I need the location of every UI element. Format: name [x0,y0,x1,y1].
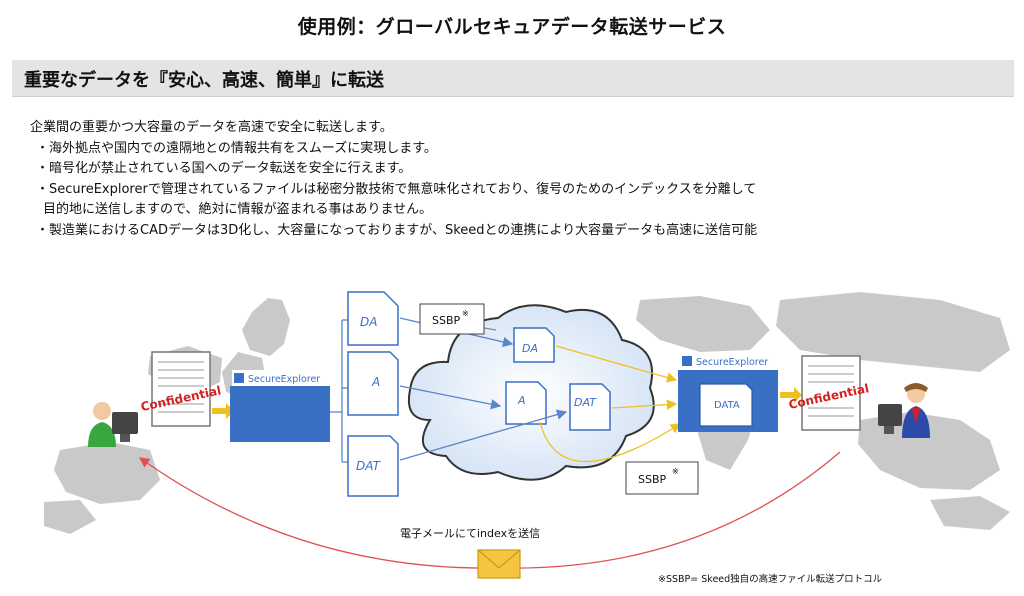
secure-explorer-label: SecureExplorer [696,357,768,368]
arrow-to-explorer-icon [212,403,234,419]
sender-monitor-icon [112,412,138,434]
secure-explorer-label: SecureExplorer [248,374,320,385]
download-arrows [539,345,682,463]
svg-text:※: ※ [672,467,679,476]
document-icon [151,351,211,427]
bullet-item: ・海外拠点や国内での遠隔地との情報共有をスムーズに実現します。 [36,140,437,156]
reassembled-document-icon [699,383,753,427]
fragment-doc: A [347,351,399,416]
sender-user [88,402,138,447]
fragment-doc: DA [347,291,399,346]
source-document: Confidential [139,351,222,427]
svg-text:SSBP: SSBP [432,314,461,327]
document-icon [801,355,861,431]
folder-check-icon [682,356,692,366]
secure-explorer-box [230,386,330,442]
svg-text:DAT: DAT [574,396,597,409]
page-title: 使用例：グローバルセキュアデータ転送サービス [297,16,727,38]
secure-explorer-left: SecureExplorer [230,370,332,442]
receiver-user [878,383,930,438]
ssbp-label-bottom: SSBP ※ [625,461,699,495]
subtitle-bar: 重要なデータを『安心、高速、簡単』に転送 [12,60,1014,97]
bullet-item: ・製造業におけるCADデータは3D化し、大容量になっておりますが、Skeedとの… [36,222,758,238]
fragment-doc: A [505,381,547,425]
svg-text:DAT: DAT [356,459,382,473]
envelope-icon [477,549,521,579]
ssbp-label-top: SSBP ※ [419,303,497,335]
folder-check-icon [234,373,244,383]
fragment-doc: DAT [569,383,611,431]
arrow-to-document-icon [780,387,802,403]
data-label: DATA [714,400,740,411]
email-label: 電子メールにてindexを送信 [400,526,540,540]
description-block: 企業間の重要かつ大容量のデータを高速で安全に転送します。 ・海外拠点や国内での遠… [30,118,757,241]
subtitle: 重要なデータを『安心、高速、簡単』に転送 [24,70,384,91]
footnote: ※SSBP= Skeed独自の高速ファイル転送プロトコル [658,573,883,585]
svg-text:※: ※ [462,309,469,318]
svg-text:SSBP: SSBP [638,473,667,486]
fragment-documents-left: DA A DAT [347,291,399,497]
sender-head [93,402,111,420]
fragment-documents-cloud: DA A DAT [505,327,611,431]
secure-explorer-right: SecureExplorer DATA [678,352,778,432]
bullet-item: ・暗号化が禁止されている国へのデータ転送を安全に行えます。 [36,161,412,176]
description-intro: 企業間の重要かつ大容量のデータを高速で安全に転送します。 [30,120,393,135]
bullet-item: ・SecureExplorerで管理されているファイルは秘密分散技術で無意味化さ… [36,181,757,197]
fragment-doc: DAT [347,435,399,497]
svg-text:A: A [371,375,380,389]
svg-text:A: A [517,394,526,407]
svg-text:DA: DA [522,342,538,355]
bullet-item-continuation: 目的地に送信しますので、絶対に情報が盗まれる事はありません。 [43,202,433,217]
svg-text:DA: DA [360,315,377,329]
sender-body [88,422,116,447]
receiver-monitor-icon [878,404,902,426]
fragment-doc: DA [513,327,555,363]
